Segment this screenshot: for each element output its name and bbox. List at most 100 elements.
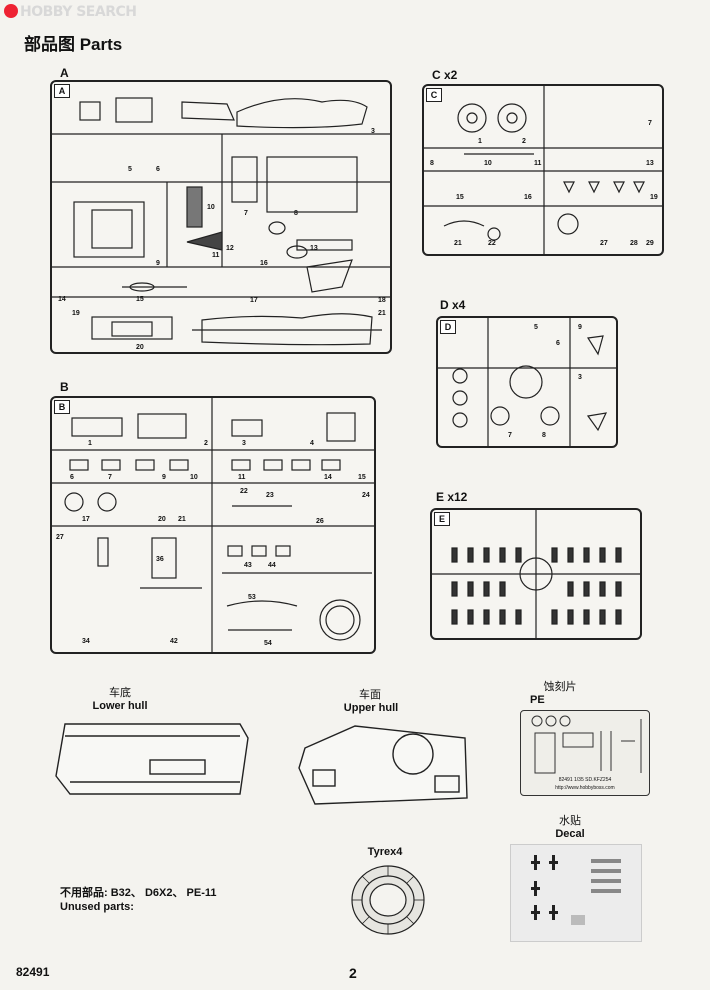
unused-parts: 不用部品: B32、 D6X2、 PE-11 Unused parts:	[60, 886, 217, 914]
part-number: 8	[430, 160, 434, 167]
part-number: 21	[378, 310, 386, 317]
sprue-d-label: D x4	[440, 298, 466, 312]
sprue-a-drawing	[52, 97, 390, 346]
part-number: 6	[70, 474, 74, 481]
sprue-e-frame: E	[430, 508, 642, 640]
upper-hull-label: Upper hull	[343, 702, 399, 714]
part-number: 36	[156, 556, 164, 563]
unused-label-en: Unused parts:	[60, 901, 134, 913]
part-number: 19	[72, 310, 80, 317]
tyre-drawing	[351, 865, 425, 935]
part-number: 7	[244, 210, 248, 217]
decal-sheet	[510, 844, 642, 942]
part-number: 21	[178, 516, 186, 523]
part-number: 14	[324, 474, 332, 481]
part-number: 11	[238, 474, 246, 481]
part-number: 42	[170, 638, 178, 645]
part-number: 15	[136, 296, 144, 303]
sprue-a-frame: A 3 5 6 7 8 9 10 11 12 13 14 15 16 17	[50, 80, 392, 354]
part-number: 13	[646, 160, 654, 167]
part-number: 1	[478, 138, 482, 145]
pe-label: PE	[530, 694, 545, 706]
part-number: 7	[508, 432, 512, 439]
sprue-c-drawing	[424, 86, 662, 254]
part-number: 23	[266, 492, 274, 499]
part-number: 5	[128, 166, 132, 173]
part-number: 9	[156, 260, 160, 267]
part-number: 18	[378, 297, 386, 304]
part-number: 22	[488, 240, 496, 247]
part-number: 17	[250, 297, 258, 304]
sprue-e-drawing	[432, 510, 640, 638]
part-number: 3	[371, 128, 375, 135]
sprue-d-frame: D 5 9 6 3 7 8	[436, 316, 618, 448]
part-number: 12	[226, 245, 234, 252]
part-number: 15	[456, 194, 464, 201]
part-number: 53	[248, 594, 256, 601]
page-title: 部品图 Parts	[24, 35, 123, 54]
pe-sheet-url: http://www.hobbyboss.com	[555, 785, 615, 791]
lower-hull-label: Lower hull	[92, 700, 148, 712]
part-number: 54	[264, 640, 272, 647]
part-number: 1	[88, 440, 92, 447]
pe-sheet: 82491 1/35 SD.KFZ254 http://www.hobbybos…	[520, 710, 650, 796]
pe-cn: 蚀刻片	[543, 680, 577, 693]
pe-sheet-text: 82491 1/35 SD.KFZ254	[558, 777, 612, 783]
sprue-c-tag: C	[426, 88, 442, 102]
part-number: 11	[212, 252, 220, 259]
part-number: 19	[650, 194, 658, 201]
hobbysearch-logo-icon	[4, 4, 18, 18]
sprue-b-label: B	[60, 380, 69, 394]
part-number: 9	[578, 324, 582, 331]
part-number: 4	[310, 440, 314, 447]
unused-value: B32、 D6X2、 PE-11	[110, 887, 217, 899]
part-number: 22	[240, 488, 248, 495]
part-number: 15	[358, 474, 366, 481]
part-number: 14	[58, 296, 66, 303]
sprue-d-drawing	[438, 318, 616, 446]
sprue-b-tag: B	[54, 400, 70, 414]
sprue-e-label: E x12	[436, 490, 468, 504]
decal-label: Decal	[555, 828, 585, 840]
part-number: 21	[454, 240, 462, 247]
sprue-a-label: A	[60, 66, 69, 80]
part-number: 8	[294, 210, 298, 217]
lower-hull-cn: 车底	[109, 686, 131, 699]
part-number: 27	[56, 534, 64, 541]
upper-hull-drawing	[298, 725, 468, 805]
unused-label-cn: 不用部品:	[60, 887, 108, 899]
decal-cn: 水贴	[559, 814, 581, 827]
sprue-c-frame: C 1 2 7 8 10 11 13 15 16 19 21 22 27 28 …	[422, 84, 664, 256]
part-number: 13	[310, 245, 318, 252]
part-number: 7	[648, 120, 652, 127]
part-number: 28	[630, 240, 638, 247]
part-number: 5	[534, 324, 538, 331]
part-number: 7	[108, 474, 112, 481]
part-number: 26	[316, 518, 324, 525]
part-number: 29	[646, 240, 654, 247]
part-number: 44	[268, 562, 276, 569]
part-number: 2	[204, 440, 208, 447]
hobbysearch-watermark: HOBBY SEARCH	[4, 4, 137, 20]
part-number: 3	[578, 374, 582, 381]
footer-code: 82491	[16, 965, 50, 979]
sprue-b-frame: B 1 2 3 4 6 7 9 10 11 14 15 17 20 21 22 …	[50, 396, 376, 654]
part-number: 20	[136, 344, 144, 351]
part-number: 17	[82, 516, 90, 523]
part-number: 43	[244, 562, 252, 569]
upper-hull-cn: 车面	[359, 688, 381, 701]
sprue-a-tag: A	[54, 84, 70, 98]
part-number: 8	[542, 432, 546, 439]
sprue-d-tag: D	[440, 320, 456, 334]
part-number: 10	[207, 204, 215, 211]
part-number: 9	[162, 474, 166, 481]
lower-hull-drawing	[55, 723, 249, 795]
part-number: 2	[522, 138, 526, 145]
part-number: 24	[362, 492, 370, 499]
part-number: 11	[534, 160, 542, 167]
part-number: 6	[156, 166, 160, 173]
page-number: 2	[349, 965, 357, 981]
part-number: 34	[82, 638, 90, 645]
part-number: 10	[484, 160, 492, 167]
part-number: 16	[260, 260, 268, 267]
